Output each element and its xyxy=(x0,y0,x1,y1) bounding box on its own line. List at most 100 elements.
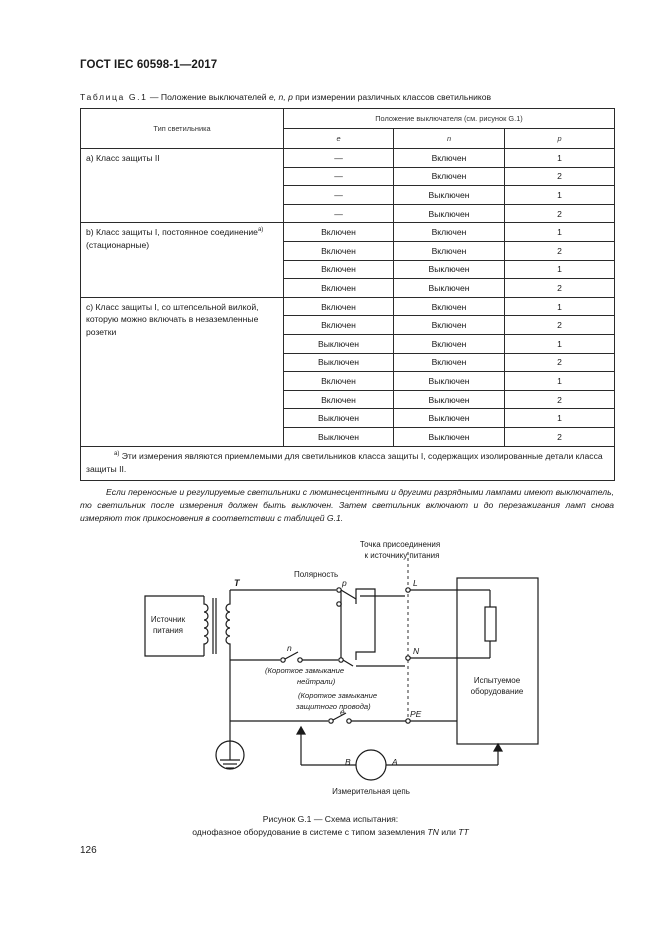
neutral-short-label-2: нейтрали) xyxy=(297,677,336,686)
transformer-label: T xyxy=(234,578,241,588)
table-caption: Таблица G.1 — Положение выключателей e, … xyxy=(80,92,492,102)
transformer-primary xyxy=(203,596,209,656)
switch-e-cell: Включен xyxy=(283,296,394,317)
note-paragraph: Если переносные и регулируемые светильни… xyxy=(80,487,614,524)
switch-n-terminal-2 xyxy=(297,657,303,663)
pe-short-label-2: защитного провода) xyxy=(295,702,371,711)
terminal-L xyxy=(405,587,411,593)
table-header-row: Тип светильника Положение выключателя (с… xyxy=(80,108,616,149)
switch-e-cell: Выключен xyxy=(283,408,394,428)
table-footnote: а) Эти измерения являются приемлемыми дл… xyxy=(79,445,616,481)
table-footnote-row: а) Эти измерения являются приемлемыми дл… xyxy=(79,445,616,481)
switch-e-cell: Включен xyxy=(283,371,394,391)
switch-p-cell: 1 xyxy=(503,333,616,354)
switch-n-cell: Включен xyxy=(393,352,505,373)
terminal-B-label: B xyxy=(345,757,351,767)
equipment-label-2: оборудование xyxy=(471,687,524,696)
document-header: ГОСТ IEC 60598-1—2017 xyxy=(80,59,218,71)
connection-point-label-2: к источнику питания xyxy=(365,551,440,560)
measuring-instrument xyxy=(355,749,387,781)
switch-e-cell: Включен xyxy=(283,278,394,298)
switch-p-cell: 2 xyxy=(503,315,616,335)
polarity-n-blade xyxy=(342,659,354,667)
switch-n-terminal-1 xyxy=(280,657,286,663)
equipment-box xyxy=(456,577,539,745)
switch-e-terminal-2 xyxy=(346,718,352,724)
table-row: с) Класс защиты I, со штепсельной вилкой… xyxy=(80,296,616,447)
connection-point-label-1: Точка присоединения xyxy=(360,540,440,549)
switch-p-cell: 1 xyxy=(503,296,616,317)
switch-n-blade[interactable] xyxy=(284,651,299,660)
terminal-PE xyxy=(405,718,411,724)
table-subheader-row: e n p xyxy=(81,128,616,149)
pe-short-label-1: (Короткое замыкание xyxy=(298,691,377,700)
transformer-secondary xyxy=(225,590,231,660)
switch-p-blade[interactable] xyxy=(340,589,357,600)
table-body: Тип светильника Положение выключателя (с… xyxy=(79,108,616,481)
switch-n-cell: Включен xyxy=(393,315,505,335)
measuring-circuit-label: Измерительная цепь xyxy=(332,787,410,796)
equipment-label-1: Испытуемое xyxy=(474,676,521,685)
switch-p-cell: 1 xyxy=(503,259,616,280)
terminal-A-label: A xyxy=(391,757,398,767)
luminaire-type-cell: b) Класс защиты I, постоянное соединение… xyxy=(80,222,284,298)
switch-e-cell: Выключен xyxy=(283,333,394,354)
polarity-cross-wiring xyxy=(355,588,376,660)
column-header-p: p xyxy=(503,128,616,149)
switch-e-cell: Включен xyxy=(283,240,394,261)
luminaire-type-cell: а) Класс защиты II xyxy=(80,147,284,224)
terminal-PE-label: PE xyxy=(410,709,422,719)
switch-p-cell: 2 xyxy=(503,352,616,373)
switch-p-cell: 1 xyxy=(503,371,616,391)
earth-circle xyxy=(215,740,245,770)
terminal-N xyxy=(405,655,411,661)
arrow-up-left xyxy=(295,725,307,735)
polarity-n-terminal xyxy=(338,657,344,663)
table-label: Таблица G.1 xyxy=(80,92,148,102)
switch-n-cell: Включен xyxy=(393,333,505,354)
luminaire-type-cell: с) Класс защиты I, со штепсельной вилкой… xyxy=(80,296,284,447)
figure-caption-line2: однофазное оборудование в системе с типо… xyxy=(192,827,469,837)
polarity-label: Полярность xyxy=(294,570,338,579)
page-number: 126 xyxy=(80,845,97,856)
switch-n-label: n xyxy=(287,643,292,653)
switch-e-label: e xyxy=(340,707,345,717)
load-resistor xyxy=(484,606,497,642)
neutral-short-label-1: (Короткое замыкание xyxy=(265,666,344,675)
terminal-L-label: L xyxy=(413,578,418,588)
switch-p-cell: 1 xyxy=(503,408,616,428)
power-source-box xyxy=(144,595,186,657)
arrow-up-right xyxy=(492,742,504,752)
power-source-label-2: питания xyxy=(153,626,183,635)
switch-positions-table: Тип светильника Положение выключателя (с… xyxy=(79,108,616,481)
power-source-label-1: Источник xyxy=(151,615,186,624)
figure-caption-line1: Рисунок G.1 — Схема испытания: xyxy=(262,814,399,824)
switch-p-cell: 2 xyxy=(503,240,616,261)
switch-n-cell: Выключен xyxy=(393,389,505,410)
switch-p-cell: 2 xyxy=(503,389,616,410)
terminal-N-label: N xyxy=(413,646,420,656)
switch-p-cell: 2 xyxy=(503,278,616,298)
switch-p-label: p xyxy=(341,578,347,588)
switch-e-terminal-1 xyxy=(328,718,334,724)
switch-e-cell: Включен xyxy=(283,259,394,280)
switch-e-blade[interactable] xyxy=(332,712,347,721)
column-header-type: Тип светильника xyxy=(80,108,284,149)
switch-n-cell: Выключен xyxy=(393,371,505,391)
table-row: b) Класс защиты I, постоянное соединение… xyxy=(80,222,616,298)
